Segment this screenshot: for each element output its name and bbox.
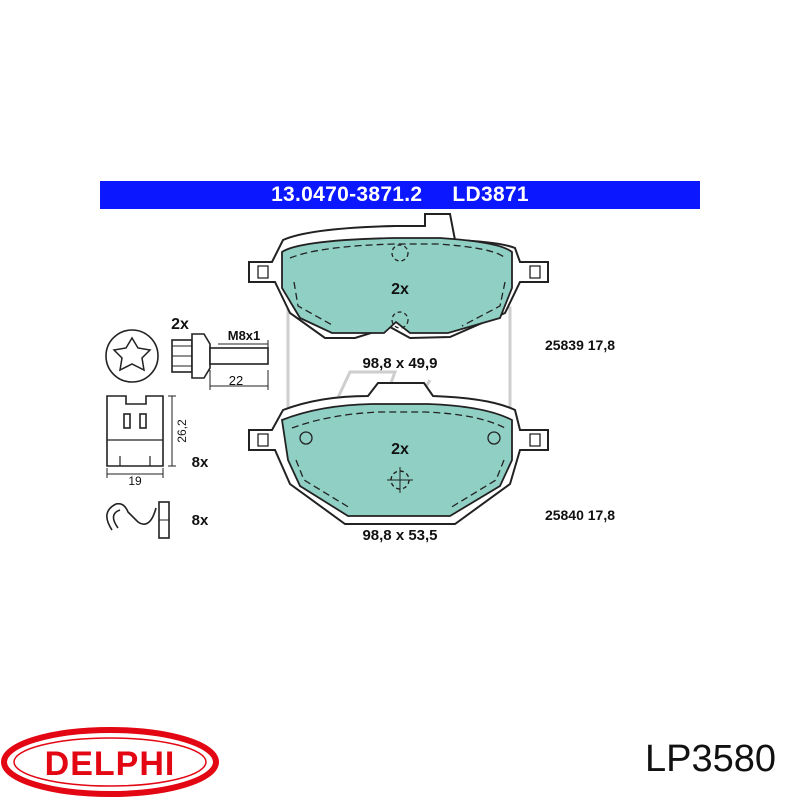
clip-quantity: 8x: [192, 454, 209, 471]
lower-pad-dimensions: 98,8 x 53,5: [362, 527, 437, 544]
bolt-thread: M8x1: [228, 328, 261, 343]
lower-brake-pad: [248, 382, 549, 525]
spring-quantity: 8x: [192, 512, 209, 529]
clip-width: 19: [128, 474, 142, 488]
clip-height: 26,2: [175, 419, 189, 443]
bolt-length: 22: [229, 373, 243, 388]
lower-pad-spec: 25840 17,8: [545, 507, 615, 523]
upper-pad-dimensions: 98,8 x 49,9: [362, 355, 437, 372]
upper-pad-quantity: 2x: [391, 281, 409, 298]
bolt-quantity: 2x: [171, 316, 189, 333]
part-header-bar: 13.0470-3871.2 LD3871: [100, 181, 700, 209]
ld-code: LD3871: [452, 183, 529, 206]
lower-pad-quantity: 2x: [391, 441, 409, 458]
bolt-head-icon: [105, 329, 159, 383]
product-code: LP3580: [645, 738, 777, 780]
delphi-logo-text: DELPHI: [45, 745, 176, 783]
spring-icon: [106, 501, 170, 539]
upper-pad-spec: 25839 17,8: [545, 337, 615, 353]
bolt-side-icon: [171, 333, 269, 390]
clip-icon: [106, 395, 176, 478]
part-number: 13.0470-3871.2: [271, 183, 423, 206]
delphi-logo: DELPHI: [1, 727, 219, 797]
upper-brake-pad: [248, 213, 549, 340]
